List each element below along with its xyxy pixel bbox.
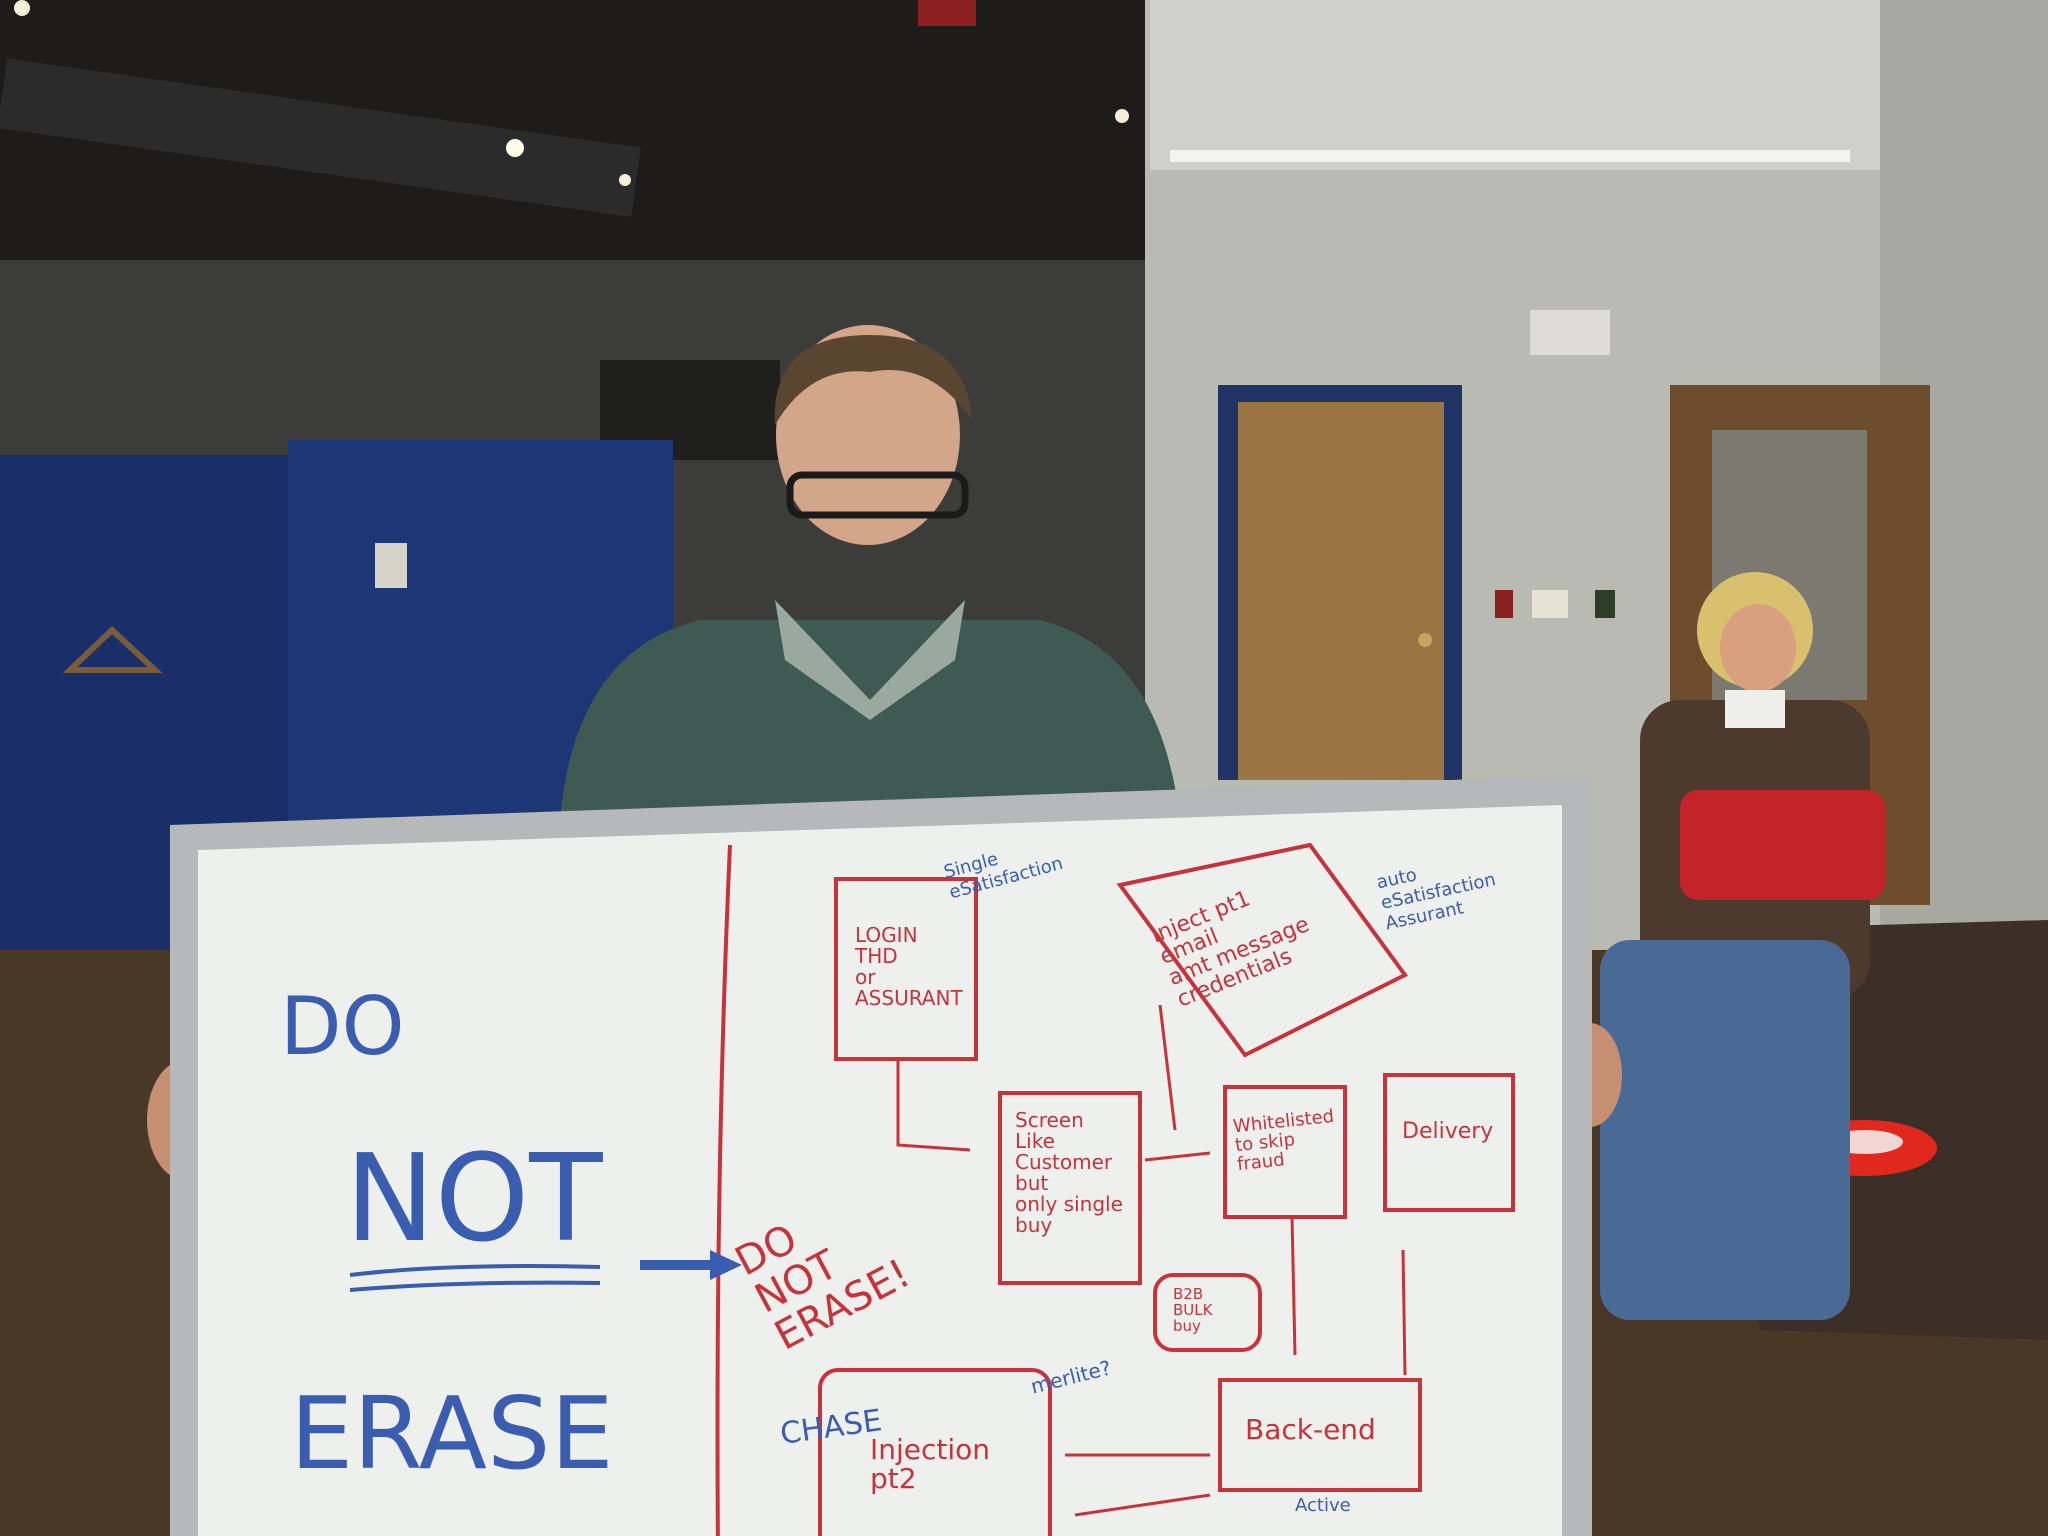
- whiteboard-text-erase: ERASE: [290, 1375, 614, 1492]
- wall-control: [1595, 590, 1615, 618]
- underline: [349, 1264, 601, 1277]
- glasses: [786, 471, 969, 519]
- exit-sign: [918, 0, 976, 26]
- whiteboard-frame: [170, 775, 1592, 1536]
- light-switch: [1532, 590, 1568, 618]
- ceiling-light: [1115, 109, 1129, 123]
- box-backend: [1218, 1378, 1422, 1492]
- wall-soffit: [1150, 0, 1890, 170]
- whitelisted-label: Whitelisted to skip fraud: [1232, 1105, 1336, 1175]
- box-inject1: [1116, 842, 1409, 1058]
- arrow-login-screen: [896, 1059, 971, 1152]
- fire-alarm: [1495, 590, 1513, 618]
- box-delivery: [1383, 1073, 1515, 1212]
- arrow-backend-delivery: [1401, 1249, 1407, 1376]
- woman-collar: [1725, 690, 1785, 728]
- shirt-collar: [775, 600, 965, 720]
- whiteboard-surface: [198, 805, 1562, 1536]
- screen-label: Screen Like Customer but only single buy: [1015, 1108, 1123, 1237]
- man-hair: [774, 335, 972, 425]
- delivery-label: Delivery: [1402, 1119, 1494, 1144]
- door: [1238, 402, 1444, 780]
- box-screen: [998, 1091, 1142, 1285]
- woman-jeans: [1600, 940, 1850, 1320]
- whiteboard-text-do: DO: [280, 980, 405, 1073]
- red-divider-line: [715, 844, 732, 1536]
- underline: [349, 1280, 601, 1292]
- ceiling-light: [619, 174, 631, 186]
- active-label: Active: [1295, 1495, 1351, 1516]
- whiteboard: DO NOT ERASE DO NOT ERASE! LOGIN THD or …: [170, 775, 1592, 1536]
- arrow-inject-whitelisted: [1158, 1004, 1177, 1131]
- light-strip: [1170, 150, 1850, 162]
- whiteboard-text-not: NOT: [345, 1130, 603, 1269]
- duct: [0, 58, 641, 217]
- arrow-screen-whitelisted: [1144, 1151, 1211, 1162]
- man-head: [776, 325, 960, 545]
- ceiling-light: [14, 0, 30, 16]
- box-login: [834, 877, 978, 1061]
- thermostat: [375, 543, 407, 588]
- b2b-label: B2B BULK buy: [1173, 1285, 1213, 1335]
- box-whitelisted: [1223, 1085, 1347, 1219]
- blue-arrow-head: [710, 1250, 742, 1280]
- box-injection2: [818, 1368, 1052, 1536]
- injection2-label: Injection pt2: [870, 1433, 991, 1496]
- arrow-whitelisted-backend: [1290, 1216, 1297, 1356]
- woman-face: [1720, 604, 1796, 692]
- login-label: LOGIN THD or ASSURANT: [855, 923, 963, 1010]
- backend-label: Back-end: [1245, 1413, 1376, 1446]
- ceiling-light: [506, 139, 524, 157]
- box-b2b: [1153, 1273, 1262, 1352]
- arrow-backend-injection: [1074, 1493, 1211, 1517]
- door-knob: [1418, 633, 1432, 647]
- coat-hanger: [62, 625, 163, 673]
- emergency-light: [1530, 310, 1610, 355]
- red-bag: [1680, 790, 1885, 900]
